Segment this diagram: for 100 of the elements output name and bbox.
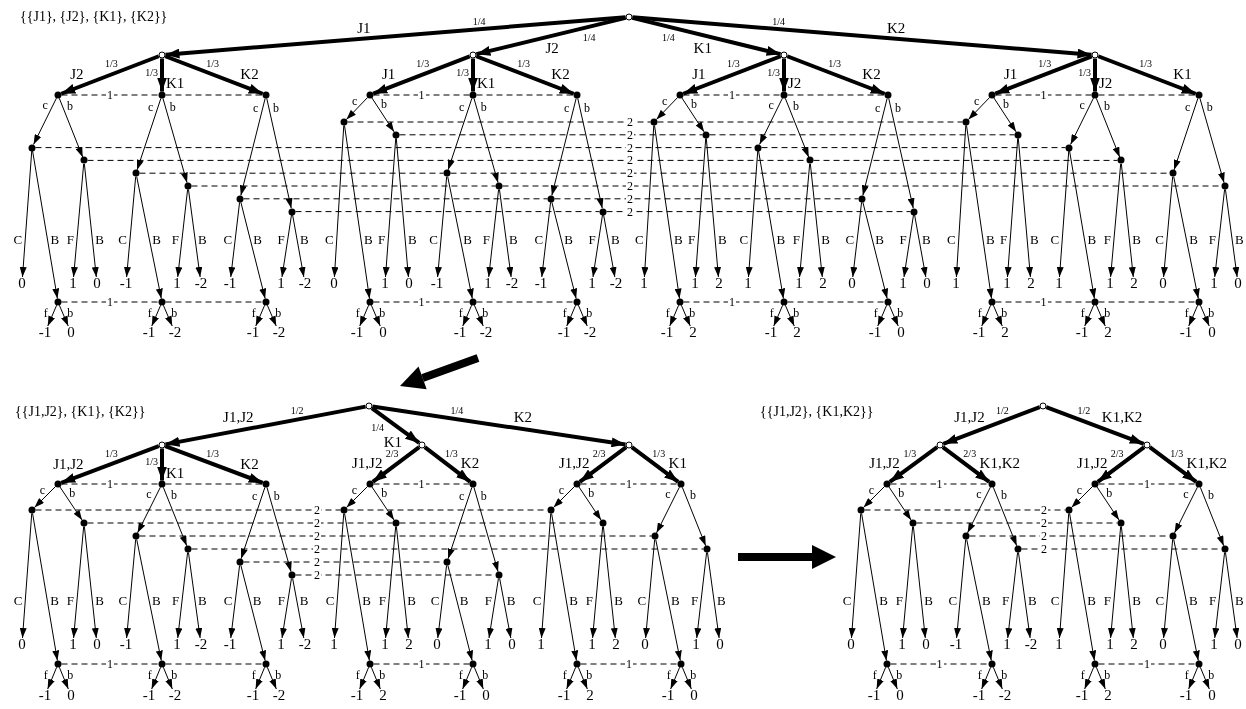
edge-label: b bbox=[1001, 490, 1008, 501]
information-set-line bbox=[61, 94, 159, 96]
payoff-value: 1 bbox=[692, 638, 700, 651]
decision-node bbox=[857, 506, 865, 514]
probability-label: 1/3 bbox=[652, 449, 666, 458]
edge-label: C bbox=[739, 233, 749, 245]
edge-label: F bbox=[378, 594, 386, 606]
arrow bbox=[382, 137, 397, 278]
edge-label: 1 bbox=[728, 90, 736, 100]
edge-label: B bbox=[152, 594, 161, 606]
probability-label: 1/4 bbox=[450, 405, 464, 415]
arrow bbox=[992, 304, 1003, 327]
probability-label: 1/3 bbox=[416, 59, 430, 69]
arrow bbox=[473, 304, 484, 327]
probability-label: 1/4 bbox=[772, 16, 785, 26]
edge-label: B bbox=[610, 233, 620, 245]
payoff-value: 1 bbox=[1106, 638, 1114, 651]
decision-node bbox=[806, 156, 814, 164]
edge-label: C bbox=[118, 594, 128, 606]
arrow bbox=[1148, 445, 1198, 484]
edge-label: C bbox=[13, 233, 23, 245]
arrow bbox=[966, 538, 993, 662]
edge-label: C bbox=[223, 594, 233, 606]
edge-label: b bbox=[275, 308, 282, 319]
information-set-line bbox=[787, 301, 885, 303]
arrow bbox=[19, 513, 33, 639]
edge-label: C bbox=[13, 594, 23, 606]
edge-label: 2 bbox=[1040, 518, 1048, 528]
payoff-value: 2 bbox=[586, 689, 594, 702]
decision-node bbox=[184, 182, 192, 190]
arrow bbox=[60, 444, 160, 485]
edge-label: B bbox=[614, 594, 623, 606]
decision-node bbox=[54, 298, 62, 306]
edge-label: b bbox=[586, 670, 593, 681]
payoff-value: -1 bbox=[867, 689, 881, 702]
arrow bbox=[577, 304, 588, 327]
arrow bbox=[550, 97, 577, 196]
arrow bbox=[1173, 538, 1200, 662]
payoff-value: -1 bbox=[38, 326, 52, 339]
edge-label: b bbox=[171, 490, 178, 501]
edge-label: F bbox=[588, 233, 596, 245]
payoff-value: 2 bbox=[1104, 689, 1112, 702]
edge-label: B bbox=[50, 233, 60, 245]
arrow bbox=[1045, 405, 1145, 446]
arrow bbox=[1108, 526, 1122, 639]
arrow bbox=[992, 666, 1003, 690]
arrow bbox=[656, 486, 680, 534]
probability-label: 1/2 bbox=[1077, 406, 1091, 416]
arrow bbox=[473, 97, 499, 184]
edge-label: b bbox=[482, 670, 489, 681]
payoff-value: -1 bbox=[430, 277, 444, 290]
edge-label: b bbox=[1104, 670, 1111, 681]
decision-node bbox=[1195, 660, 1203, 668]
decision-node bbox=[599, 519, 607, 527]
decision-node bbox=[1169, 532, 1177, 540]
arrow bbox=[643, 539, 656, 639]
arrow bbox=[435, 565, 448, 639]
payoff-value: 1 bbox=[952, 277, 960, 290]
partition-label: {{J1}, {J2}, {K1}, {K2}} bbox=[20, 10, 168, 24]
information-set-line bbox=[347, 121, 651, 123]
edge-label: B bbox=[509, 233, 518, 245]
decision-node bbox=[651, 532, 659, 540]
arrow bbox=[395, 526, 411, 639]
payoff-value: 0 bbox=[1234, 277, 1242, 290]
arrow bbox=[292, 214, 306, 278]
arrow bbox=[981, 304, 992, 327]
edge-label: B bbox=[1132, 233, 1141, 245]
arrow bbox=[681, 486, 707, 547]
arrow bbox=[447, 176, 474, 300]
arrow bbox=[942, 405, 1041, 446]
decision-node bbox=[1091, 660, 1099, 668]
payoff-value: 0 bbox=[922, 638, 930, 651]
arrow bbox=[681, 97, 705, 133]
arrow bbox=[1212, 189, 1226, 278]
arrow bbox=[953, 125, 967, 278]
arrow bbox=[164, 444, 264, 485]
arrow bbox=[462, 666, 473, 690]
information-set-line bbox=[35, 147, 755, 149]
edge-label: F bbox=[482, 233, 490, 245]
arrow bbox=[32, 512, 60, 662]
arrow bbox=[383, 526, 397, 639]
edge-label: J1,J2 bbox=[53, 457, 84, 471]
payoff-value: 1 bbox=[744, 277, 752, 290]
payoff-value: -2 bbox=[298, 277, 312, 290]
decision-node bbox=[80, 519, 88, 527]
arrow bbox=[773, 304, 784, 327]
arrow bbox=[187, 188, 203, 278]
decision-node bbox=[54, 91, 62, 99]
arrow bbox=[447, 486, 473, 560]
arrow bbox=[1212, 552, 1226, 639]
arrow bbox=[551, 512, 579, 662]
arrow bbox=[473, 486, 499, 573]
edge-label: b bbox=[275, 670, 282, 681]
edge-label: 1 bbox=[106, 297, 114, 307]
decision-node bbox=[54, 480, 62, 488]
payoff-value: 0 bbox=[896, 689, 904, 702]
edge-label: b bbox=[584, 103, 591, 114]
edge-label: 2 bbox=[626, 193, 634, 204]
arrow bbox=[1069, 512, 1097, 662]
arrow bbox=[1224, 551, 1240, 639]
